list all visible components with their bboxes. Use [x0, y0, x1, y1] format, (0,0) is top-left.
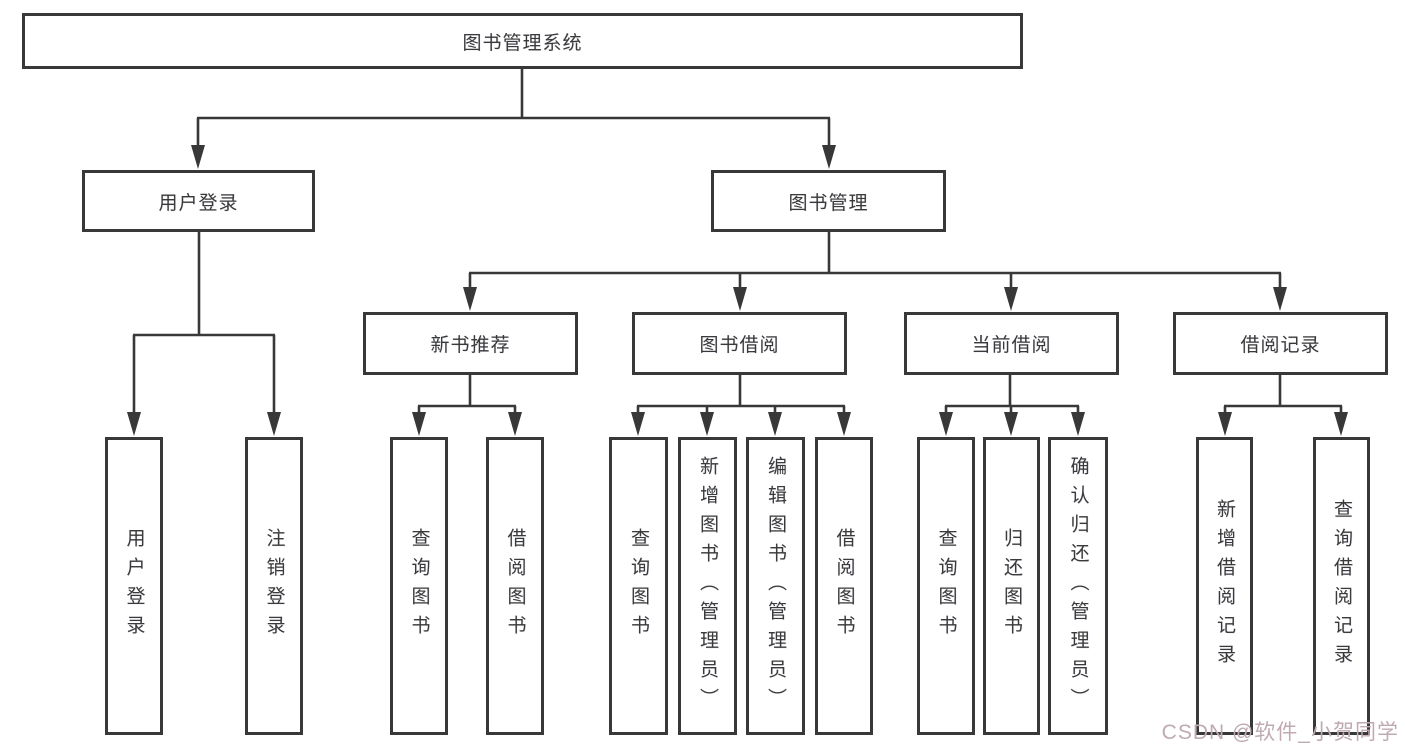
node-leaf-nb-borrow: 借阅图书 [486, 437, 544, 735]
node-current-borrowing: 当前借阅 [904, 312, 1119, 375]
arrowhead-icon [1004, 287, 1018, 311]
node-leaf-cb-query: 查询图书 [917, 437, 975, 735]
arrowhead-icon [700, 412, 714, 436]
node-leaf-login: 用户登录 [105, 437, 163, 735]
arrowhead-icon [631, 412, 645, 436]
arrowhead-icon [1004, 412, 1018, 436]
node-root: 图书管理系统 [22, 13, 1023, 69]
arrowhead-icon [191, 145, 205, 169]
arrowhead-icon [1273, 287, 1287, 311]
arrowhead-icon [1071, 412, 1085, 436]
node-leaf-logout: 注销登录 [245, 437, 303, 735]
arrowhead-icon [837, 412, 851, 436]
arrowhead-icon [463, 287, 477, 311]
arrowhead-icon [267, 412, 281, 436]
arrowhead-icon [1334, 412, 1348, 436]
arrowhead-icon [939, 412, 953, 436]
arrowhead-icon [733, 287, 747, 311]
arrowhead-icon [127, 412, 141, 436]
node-leaf-bb-borrow: 借阅图书 [815, 437, 873, 735]
node-leaf-br-query: 查询借阅记录 [1313, 437, 1370, 735]
arrowhead-icon [768, 412, 782, 436]
arrowhead-icon [412, 412, 426, 436]
arrowhead-icon [822, 145, 836, 169]
arrowhead-icon [1218, 412, 1232, 436]
node-leaf-br-add: 新增借阅记录 [1196, 437, 1253, 735]
node-leaf-bb-add: 新增图书（管理员） [678, 437, 737, 735]
node-book-management: 图书管理 [711, 170, 946, 232]
node-leaf-cb-return: 归还图书 [983, 437, 1040, 735]
node-borrowing-records: 借阅记录 [1173, 312, 1388, 375]
node-book-borrowing: 图书借阅 [632, 312, 847, 375]
node-new-book-recommend: 新书推荐 [363, 312, 578, 375]
csdn-watermark: CSDN @软件_小贺同学 [1161, 721, 1399, 744]
node-leaf-nb-query: 查询图书 [390, 437, 448, 735]
node-leaf-bb-edit: 编辑图书（管理员） [746, 437, 805, 735]
arrowhead-icon [508, 412, 522, 436]
node-leaf-bb-query: 查询图书 [609, 437, 668, 735]
node-user-login: 用户登录 [82, 170, 315, 232]
node-leaf-cb-confirm: 确认归还（管理员） [1048, 437, 1108, 735]
